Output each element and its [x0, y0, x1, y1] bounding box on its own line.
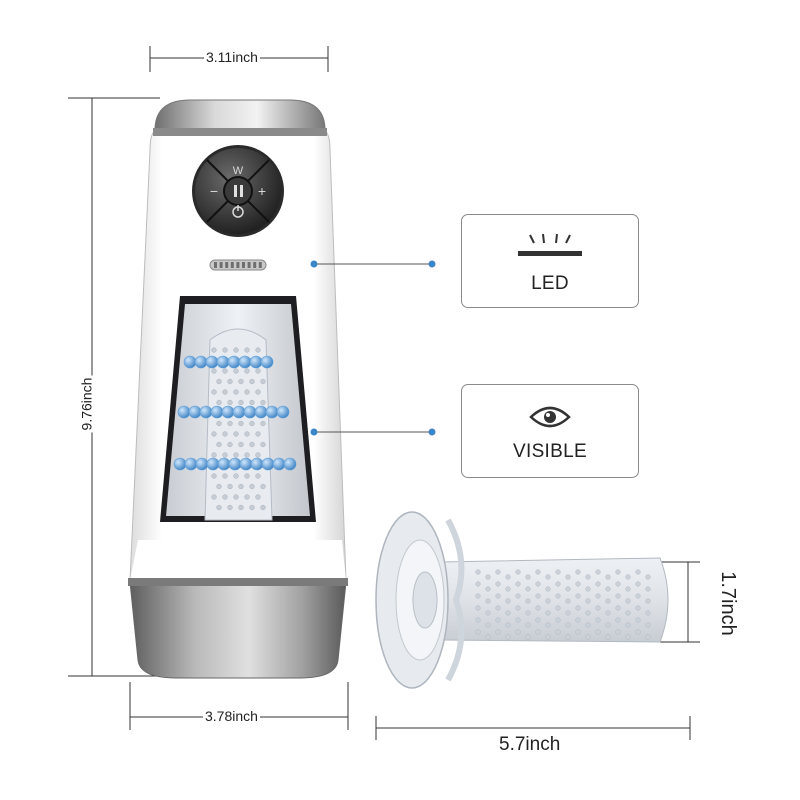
eye-icon — [529, 406, 571, 428]
plus-icon[interactable]: + — [258, 183, 266, 199]
led-light-icon — [518, 233, 582, 256]
control-pad — [192, 145, 284, 237]
svg-text:+: + — [258, 183, 266, 199]
svg-text:W: W — [233, 165, 244, 177]
dimension-sleeve-diameter-line — [660, 561, 700, 643]
dimension-height-label: 9.76inch — [78, 375, 95, 433]
metal-base — [129, 581, 347, 679]
minus-icon[interactable]: − — [210, 183, 218, 199]
feature-label-visible: VISIBLE — [513, 441, 587, 462]
removable-sleeve — [375, 511, 669, 689]
dimension-sleeve-length-label: 5.7inch — [499, 734, 561, 755]
top-cap — [154, 99, 326, 131]
dimension-top-width-label: 3.11inch — [204, 49, 260, 65]
mode-w-icon[interactable]: W — [233, 165, 244, 177]
dimension-bottom-width-label: 3.78inch — [203, 708, 260, 724]
power-icon[interactable] — [232, 205, 244, 218]
feature-card-led: LED — [461, 214, 639, 308]
device: W + − — [128, 99, 348, 679]
feature-card-visible: VISIBLE — [461, 384, 639, 478]
pointer-visible — [310, 428, 436, 436]
massage-beads — [173, 355, 297, 471]
dimension-sleeve-length-line — [375, 716, 691, 740]
pointer-led — [310, 260, 436, 268]
led-strip — [209, 259, 267, 271]
feature-label-led: LED — [531, 273, 569, 294]
dimension-sleeve-diameter-label: 1.7inch — [716, 571, 739, 636]
pause-icon[interactable] — [234, 185, 243, 197]
svg-text:−: − — [210, 183, 218, 199]
